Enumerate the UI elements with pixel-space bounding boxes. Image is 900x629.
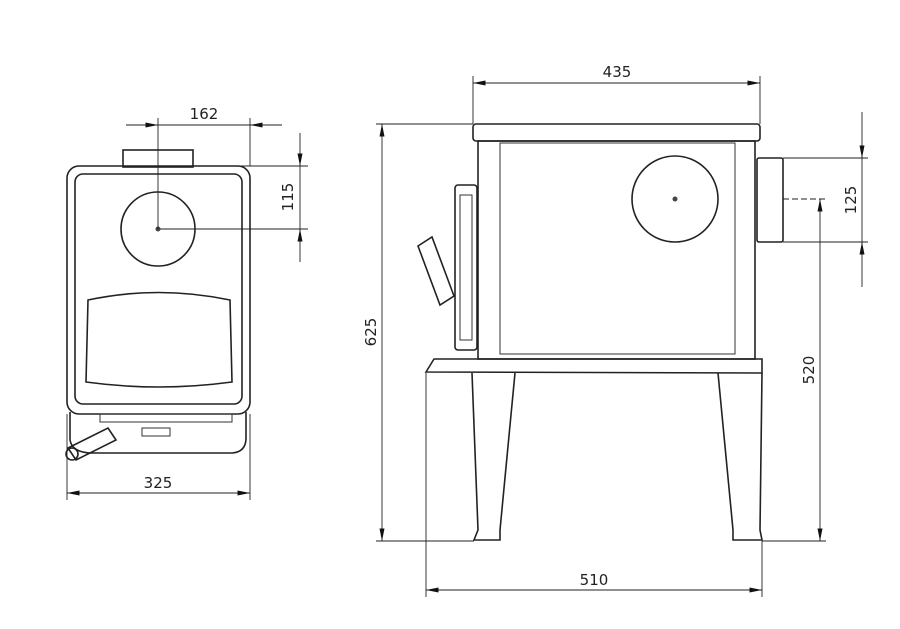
dim-label-520: 520 [800, 356, 818, 385]
leg-rear [717, 372, 763, 541]
dim-label-510: 510 [580, 571, 609, 589]
dim-label-162: 162 [190, 105, 219, 123]
dim-label-115: 115 [279, 183, 297, 212]
door-side [454, 184, 478, 351]
dim-label-625: 625 [362, 318, 380, 347]
front-window [85, 291, 233, 388]
door-frame [459, 194, 473, 341]
dim-label-125: 125 [842, 186, 860, 215]
handle-knob [65, 447, 79, 461]
leg-front [471, 372, 516, 541]
door-handle [417, 235, 455, 307]
top-plate [472, 123, 761, 142]
air-control [141, 427, 171, 437]
side-hotplate-center [672, 196, 678, 202]
side-hotplate-circle [631, 155, 719, 243]
dim-label-325: 325 [144, 474, 173, 492]
base-plate [424, 358, 763, 374]
riddle-handle [66, 426, 118, 462]
side-body [477, 140, 756, 360]
base-ashpan [69, 412, 247, 454]
side-view: 435 625 125 520 510 [362, 63, 868, 597]
front-view: 162 115 325 [65, 105, 308, 500]
stove-body-outer [66, 165, 251, 415]
stove-body-inner [74, 173, 243, 405]
side-panel [499, 142, 736, 355]
dim-label-435: 435 [603, 63, 632, 81]
rear-flue-outlet [756, 157, 784, 243]
grate-bar [99, 413, 233, 423]
